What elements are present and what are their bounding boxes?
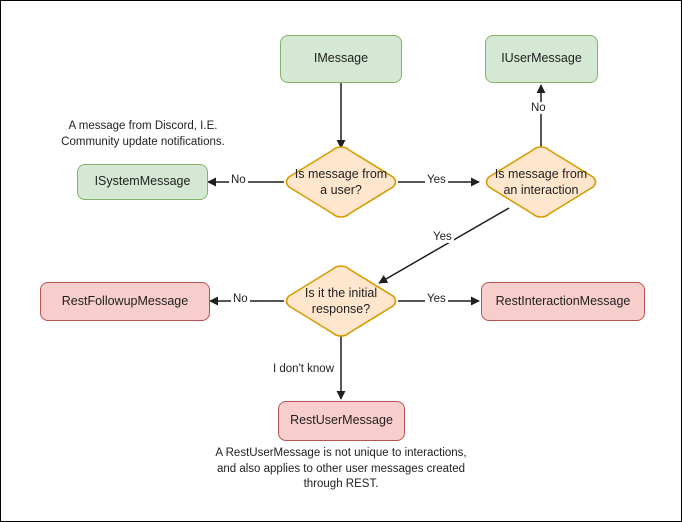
edge-label-initial-yes: Yes [425, 293, 448, 305]
decision-initial-label-line1: Is it the initial [304, 285, 378, 300]
decision-user-label-line2: a user? [320, 183, 362, 197]
node-imessage-label: IMessage [313, 51, 369, 66]
node-iusermessage-label: IUserMessage [501, 51, 582, 66]
node-imessage[interactable]: IMessage [280, 35, 402, 83]
node-restfollowupmessage-label: RestFollowupMessage [61, 293, 189, 308]
edge-label-initial-unknown: I don't know [271, 363, 337, 375]
decision-user-label: Is message from a user? [284, 147, 398, 217]
edge-label-user-yes: Yes [425, 174, 448, 186]
diamond-decision-initial-shape [285, 265, 397, 337]
edge-label-interaction-yes: Yes [431, 231, 454, 243]
decision-user-label-line1: Is message from [294, 166, 388, 181]
node-restusermessage[interactable]: RestUserMessage [278, 401, 405, 441]
node-restinteractionmessage[interactable]: RestInteractionMessage [481, 282, 645, 321]
node-restfollowupmessage[interactable]: RestFollowupMessage [40, 282, 210, 321]
edge-label-user-no: No [229, 174, 248, 186]
node-iusermessage[interactable]: IUserMessage [485, 35, 598, 83]
decision-interaction-label-line1: Is message from [494, 166, 588, 181]
edge-label-interaction-no: No [529, 102, 548, 114]
diamond-decision-interaction-shape [485, 146, 597, 218]
decision-initial-label: Is it the initial response? [284, 266, 398, 336]
node-isystemmessage-label: ISystemMessage [94, 174, 191, 189]
node-restinteractionmessage-label: RestInteractionMessage [495, 293, 631, 308]
decision-interaction-label: Is message from an interaction [484, 147, 598, 217]
node-decision-interaction[interactable]: Is message from an interaction [484, 147, 598, 217]
node-decision-user[interactable]: Is message from a user? [284, 147, 398, 217]
node-isystemmessage[interactable]: ISystemMessage [77, 164, 208, 200]
edge-label-initial-no: No [231, 293, 250, 305]
decision-interaction-label-line2: an interaction [503, 183, 579, 197]
edge-decision-interaction-to-decision-initial [378, 207, 510, 284]
note-isystemmessage: A message from Discord, I.E. Community u… [61, 120, 225, 148]
decision-initial-label-line2: response? [311, 302, 371, 316]
node-decision-initial[interactable]: Is it the initial response? [284, 266, 398, 336]
diamond-decision-user-shape [285, 146, 397, 218]
note-restusermessage: A RestUserMessage is not unique to inter… [215, 447, 467, 491]
node-restusermessage-label: RestUserMessage [290, 413, 393, 428]
